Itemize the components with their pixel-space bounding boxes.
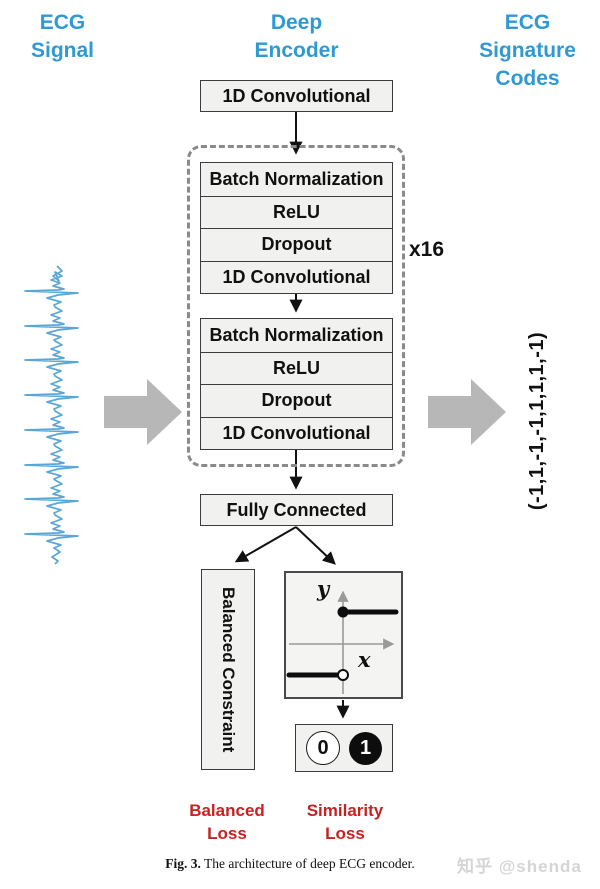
- flow-block-arrow-left: [104, 379, 182, 445]
- layer-relu: ReLU: [201, 351, 392, 385]
- layer-batch-normalization: Batch Normalization: [209, 168, 384, 189]
- sign-function-plot: y x: [284, 571, 403, 699]
- residual-block-2: Batch Normalization ReLU Dropout 1D Conv…: [200, 318, 393, 450]
- arrow-fc-to-signplot: [295, 526, 336, 565]
- y-axis-label: y: [317, 576, 330, 601]
- layer-1d-convolutional: 1D Convolutional: [201, 260, 392, 294]
- layer-dropout: Dropout: [201, 228, 392, 261]
- layer-relu: ReLU: [201, 195, 392, 229]
- x-axis-label: x: [358, 647, 371, 672]
- balanced-constraint-label: Balanced Constraint: [219, 586, 238, 753]
- layer-batch-normalization: Batch Normalization: [209, 324, 384, 345]
- figure-caption-text: The architecture of deep ECG encoder.: [200, 856, 415, 871]
- figure-caption: Fig. 3. The architecture of deep ECG enc…: [0, 856, 580, 872]
- closed-endpoint-dot: [337, 606, 349, 618]
- signature-code-text: (-1,1,-1,-1,1,1,1,-1): [526, 331, 548, 511]
- layer-input-1d-convolutional: 1D Convolutional: [200, 80, 393, 112]
- header-ecg-signature-codes: ECG Signature Codes: [479, 11, 576, 90]
- binary-output-box: 0 1: [295, 724, 393, 772]
- watermark-text: 知乎 @shenda: [457, 857, 582, 876]
- header-ecg-signal: ECG Signal: [30, 11, 94, 62]
- figure-caption-label: Fig. 3.: [165, 856, 201, 871]
- flow-block-arrow-right: [428, 379, 506, 445]
- balanced-constraint-box: Balanced Constraint: [201, 569, 255, 770]
- binary-one-circle: 1: [349, 732, 382, 765]
- sign-function-axes: [286, 590, 399, 694]
- balanced-loss-label: Balanced Loss: [189, 801, 265, 843]
- layer-1d-convolutional: 1D Convolutional: [201, 416, 392, 450]
- repeat-count-label: x16: [409, 238, 445, 261]
- binary-zero-circle: 0: [306, 731, 340, 765]
- layer-dropout: Dropout: [201, 384, 392, 417]
- open-endpoint-dot: [337, 669, 349, 681]
- header-deep-encoder: Deep Encoder: [254, 11, 339, 62]
- arrow-fc-to-balanced: [234, 526, 297, 563]
- ecg-waveform: [24, 265, 79, 565]
- similarity-loss-label: Similarity Loss: [306, 801, 384, 843]
- layer-fully-connected: Fully Connected: [200, 494, 393, 526]
- residual-block-1: Batch Normalization ReLU Dropout 1D Conv…: [200, 162, 393, 294]
- repeat-region-dashed-box: [187, 145, 405, 467]
